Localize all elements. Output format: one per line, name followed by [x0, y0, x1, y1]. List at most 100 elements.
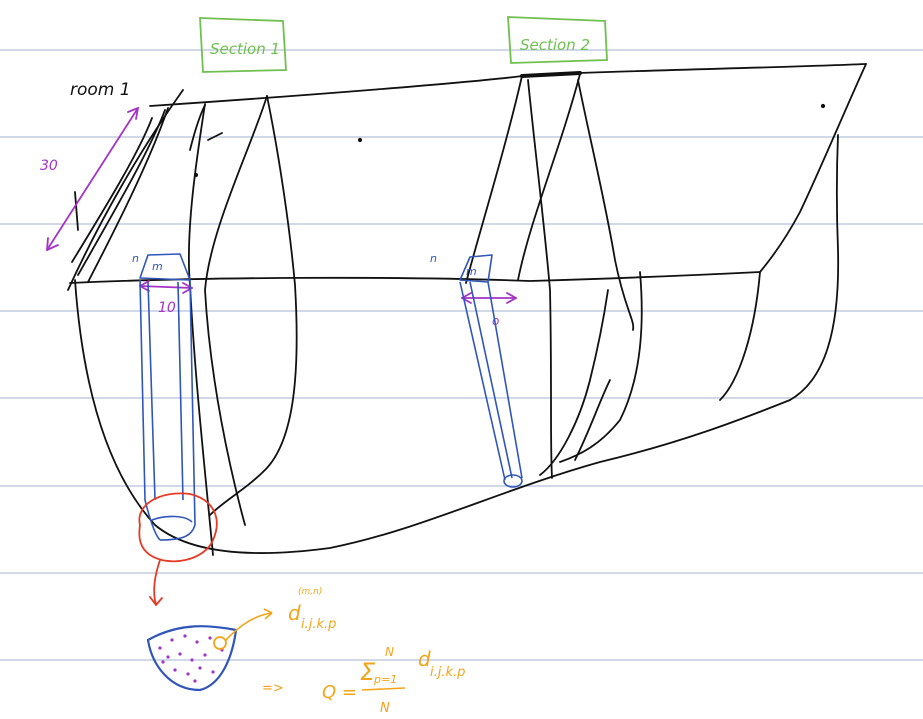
section2-lower-curve-2: [574, 379, 611, 461]
section1-tick: [207, 132, 223, 141]
outer-envelope: [74, 134, 840, 554]
ink-dot: [193, 172, 199, 178]
section1-vertical-2: [204, 95, 268, 526]
q-denominator: N: [380, 701, 390, 716]
particle-distance-label: (m,n) d i.j.k.p: [288, 587, 336, 632]
ink-dot: [357, 137, 363, 143]
zoom-callout: [138, 492, 218, 606]
pillar-section1-left: [139, 279, 161, 541]
pillar-section1-right: [159, 279, 196, 541]
dimension-30-head-bottom: [46, 237, 59, 251]
sum-lower-limit: p=1: [373, 673, 397, 686]
zoom-arrow: [153, 559, 161, 606]
dimension-30: [46, 107, 139, 251]
pillar-section1-inner-right: [177, 281, 184, 501]
particle: [208, 636, 212, 640]
dimension-30-text: 30: [40, 158, 58, 174]
d-superscript: (m,n): [298, 587, 322, 597]
zoom-circle: [138, 492, 218, 563]
fraction-bar: [361, 687, 406, 691]
d-subscript: i.j.k.p: [301, 617, 336, 632]
section2-strut-right: [517, 73, 581, 281]
zoomed-section-outline: [146, 625, 238, 692]
particle: [186, 672, 190, 676]
zoom-arrow-head: [149, 596, 163, 606]
section2-strut-left: [465, 75, 523, 284]
pillar-section2-n-label: n: [430, 252, 437, 265]
right-inner-curve: [559, 271, 643, 463]
right-edge-top: [759, 63, 867, 273]
section1-strut-d: [87, 107, 169, 283]
pillar-section2-m-label: m: [466, 265, 477, 278]
particle-pointer-head: [263, 608, 273, 620]
room-structure: [67, 63, 867, 556]
q-term-subscript: i.j.k.p: [430, 665, 465, 680]
particle: [166, 655, 170, 659]
dimension-30-arrow: [46, 107, 139, 251]
section2-strut-far: [577, 79, 635, 331]
pillar-section2-top: [459, 254, 493, 283]
pillar-section2-right: [487, 281, 523, 479]
room-label: room 1: [70, 80, 131, 100]
section1-ledge: [74, 191, 79, 231]
section1-vertical-3: [209, 95, 298, 516]
section-2-label: Section 2: [507, 16, 608, 64]
sum-symbol: Σ: [360, 658, 376, 686]
dimension-10-text: 10: [158, 300, 176, 316]
d-symbol: d: [288, 601, 301, 625]
section1-strut-c: [71, 117, 153, 263]
particle: [161, 660, 165, 664]
pillar-section2-inner: [469, 281, 513, 479]
dimension-section2-head-right: [506, 292, 517, 304]
section1-strut-e: [189, 104, 206, 151]
particle: [178, 652, 182, 656]
dimension-section2: [461, 292, 517, 304]
section-1-text: Section 1: [210, 40, 280, 58]
particle: [198, 666, 202, 670]
pillar-section1: [139, 253, 196, 541]
section1-vertical-1: [187, 103, 214, 556]
pillar-section2: [459, 254, 523, 488]
ruled-lines: [0, 49, 923, 661]
particle: [183, 634, 187, 638]
pillar-section1-n-label: n: [132, 252, 139, 265]
particle: [173, 668, 177, 672]
ink-dot: [820, 103, 826, 109]
section-2-box: [507, 16, 608, 64]
section-1-box: [199, 17, 287, 73]
implies-arrow: =>: [262, 681, 284, 696]
particles: [158, 634, 224, 683]
section2-lid: [520, 71, 582, 78]
section2-lower-curve: [539, 289, 609, 476]
q-equation: => Q = N Σ p=1 d i.j.k.p N: [262, 645, 465, 716]
pillar-section1-top: [139, 253, 191, 281]
particle: [190, 658, 194, 662]
pillar-section1-inner-left: [147, 281, 156, 501]
particle: [170, 638, 174, 642]
dimension-section2-text: o: [492, 314, 499, 328]
horizon-line: [69, 271, 761, 284]
pillar-section1-bottom: [151, 515, 193, 523]
q-lhs: Q =: [322, 682, 357, 703]
section2-strut-mid: [527, 79, 553, 479]
particle: [195, 640, 199, 644]
section1-strut-b: [77, 109, 166, 276]
pillar-section2-left: [459, 281, 506, 481]
sum-upper-limit: N: [385, 645, 394, 659]
highlighted-particle-ring: [213, 636, 227, 650]
q-term-d: d: [418, 647, 431, 671]
particle: [211, 670, 215, 674]
pillar-section2-base: [503, 474, 523, 488]
pillar-section1-m-label: m: [152, 260, 163, 273]
particle: [203, 653, 207, 657]
particle: [158, 646, 162, 650]
dimension-30-head-top: [127, 107, 139, 120]
section-2-text: Section 2: [520, 36, 590, 54]
section-1-label: Section 1: [199, 17, 287, 73]
particle: [193, 679, 197, 683]
right-inner-curve-2: [719, 271, 761, 401]
zoomed-section: [146, 608, 273, 692]
particle-pointer: [225, 612, 273, 641]
